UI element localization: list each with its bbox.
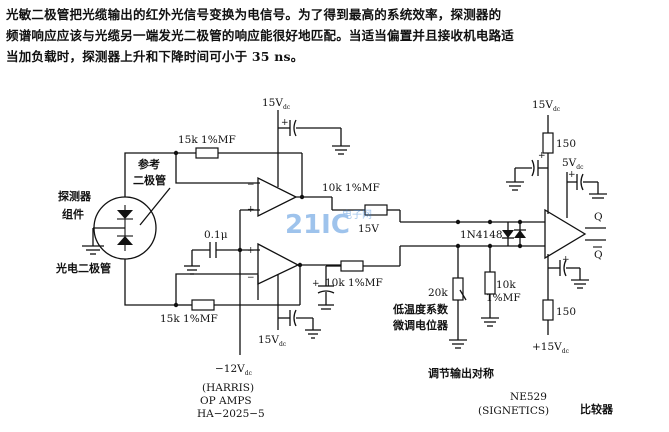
resistor-150-top	[542, 132, 554, 154]
label-15v-mid: 15V	[358, 223, 379, 235]
label-10k-top: 10k 1%MF	[322, 182, 380, 194]
svg-text:+: +	[247, 246, 255, 256]
label-opamp-2: OP AMPS	[200, 395, 252, 407]
label-comp-2: (SIGNETICS)	[478, 405, 549, 417]
label-opamp-1: (HARRIS)	[202, 382, 254, 394]
label-cap: 0.1μ	[204, 229, 228, 241]
resistor-10k-ground	[484, 271, 496, 295]
svg-text:+: +	[538, 151, 546, 161]
label-neg12v: −12Vdc	[215, 363, 253, 377]
pot-20k	[452, 277, 464, 301]
label-15v-comp-top: 15Vdc	[532, 99, 561, 113]
label-15k-top: 15k 1%MF	[178, 134, 236, 146]
label-pot-note-2: 微调电位器	[392, 318, 449, 332]
label-opamp-3: HA−2025−5	[197, 408, 265, 420]
description-text: 光敏二极管把光缆输出的红外光信号变换为电信号。为了得到最高的系统效率，探测器的 …	[6, 4, 664, 67]
resistor-15k-bottom	[191, 299, 215, 311]
label-15v-left: 15Vdc	[262, 97, 291, 111]
comparator	[544, 208, 587, 260]
label-150-bottom: 150	[556, 306, 576, 318]
label-qbar: Q	[594, 249, 603, 261]
svg-text:+: +	[281, 118, 289, 128]
label-10k-ground-mf: 1%MF	[486, 292, 521, 304]
opamp-bottom: + −	[247, 242, 300, 286]
label-pot-20k: 20k	[428, 287, 448, 299]
svg-text:−: −	[247, 273, 255, 283]
svg-text:+: +	[562, 255, 570, 265]
label-adjust-note: 调节输出对称	[428, 366, 494, 380]
label-ref-diode-1: 参考	[138, 157, 160, 171]
resistor-10k-bottom-out	[340, 260, 364, 272]
svg-text:电子网: 电子网	[342, 208, 372, 221]
label-150-top: 150	[556, 138, 576, 150]
svg-text:21IC: 21IC	[285, 210, 350, 240]
label-q: Q	[594, 211, 603, 223]
photodiode-detector	[82, 196, 157, 260]
svg-text:+: +	[312, 279, 320, 289]
label-detector-2: 组件	[62, 207, 84, 221]
label-5v: 5Vdc	[562, 157, 584, 171]
description-line: 当加负载时，探测器上升和下降时间可小于 35 ns。	[6, 49, 304, 64]
label-15k-bottom: 15k 1%MF	[160, 313, 218, 325]
description-line: 频谱响应应该与光缆另一端发光二极管的响应能很好地匹配。当适当偏置并且接收机电路适	[6, 28, 515, 43]
label-pot-note-1: 低温度系数	[392, 302, 449, 316]
description-line: 光敏二极管把光缆输出的红外光信号变换为电信号。为了得到最高的系统效率，探测器的	[6, 7, 502, 22]
label-10k-ground: 10k	[496, 279, 516, 291]
label-diode: 1N4148	[460, 229, 503, 241]
watermark: 21IC 电子网	[285, 208, 372, 240]
label-10k-bottom-out: 10k 1%MF	[325, 277, 383, 289]
resistor-15k-top	[195, 147, 219, 159]
label-comp-3: 比较器	[580, 402, 614, 416]
svg-text:−: −	[247, 180, 255, 190]
label-plus15v: +15Vdc	[532, 341, 570, 355]
resistor-150-bottom	[542, 299, 554, 321]
label-comp-1: NE529	[510, 391, 547, 403]
label-ref-diode-2: 二极管	[133, 173, 166, 187]
label-detector-1: 探测器	[58, 189, 92, 203]
label-photodiode: 光电二极管	[55, 261, 111, 275]
label-15v-bottom: 15Vdc	[258, 334, 287, 348]
svg-text:+: +	[568, 170, 576, 180]
